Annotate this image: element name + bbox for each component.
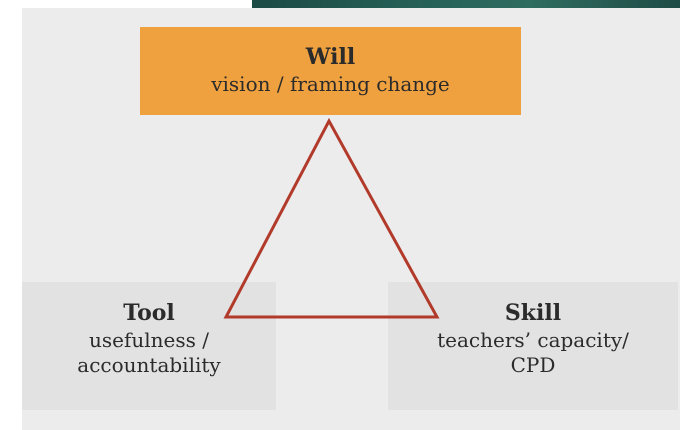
tool-line-2: accountability — [77, 352, 221, 377]
skill-line-1: teachers’ capacity/ — [437, 327, 629, 352]
skill-title: Skill — [504, 300, 562, 326]
triangle-outline — [223, 117, 440, 319]
tool-line-1: usefulness / — [89, 327, 209, 352]
tool-title: Tool — [123, 300, 175, 326]
will-subtitle: vision / framing change — [211, 71, 450, 96]
will-title: Will — [305, 44, 356, 70]
skill-box: Skill teachers’ capacity/ CPD — [388, 282, 678, 410]
will-box: Will vision / framing change — [140, 27, 521, 115]
skill-line-2: CPD — [510, 352, 556, 377]
background-photo-strip — [252, 0, 680, 8]
